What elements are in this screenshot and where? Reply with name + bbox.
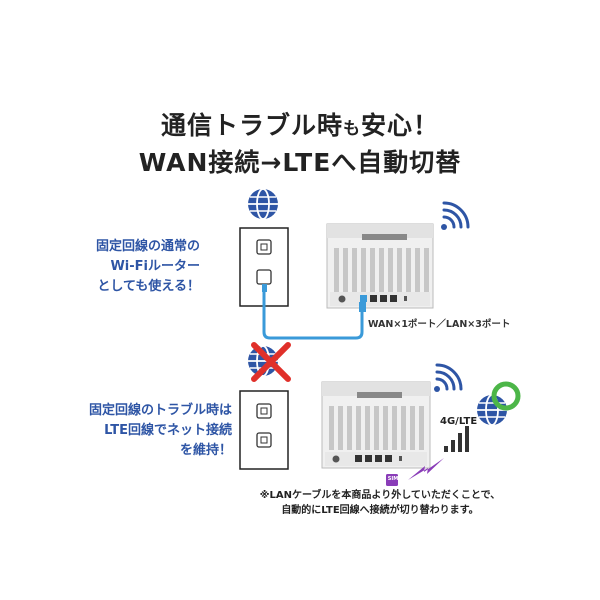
top-line: Wi-Fiルーター bbox=[110, 259, 200, 274]
wifi-icon-top bbox=[441, 201, 470, 230]
headline-line-1-end: 安心！ bbox=[361, 111, 440, 140]
router-bottom bbox=[321, 381, 431, 469]
lan-cable bbox=[262, 292, 364, 340]
router-top bbox=[326, 223, 434, 309]
globe-icon-lte bbox=[477, 394, 507, 426]
port-label: WAN×1ポート／LAN×3ポート bbox=[368, 319, 511, 330]
top-line: としても使える！ bbox=[97, 279, 200, 294]
sim-label: SIM bbox=[387, 476, 399, 482]
top-line: 固定回線の通常の bbox=[95, 239, 200, 254]
globe-icon-bottom-disconnected bbox=[248, 345, 278, 377]
wall-outlet-bottom bbox=[239, 390, 289, 470]
globe-icon-top bbox=[248, 188, 278, 220]
network-label: 4G/LTE bbox=[440, 416, 478, 427]
headline-line-1-main: 通信トラブル時 bbox=[160, 111, 343, 140]
bottom-line: 固定回線のトラブル時は bbox=[88, 403, 232, 418]
bottom-line: LTE回線でネット接続 bbox=[104, 423, 232, 438]
connection-ring-icon bbox=[491, 381, 521, 411]
footnote-line: ※LANケーブルを本商品より外していただくことで、 bbox=[259, 490, 501, 501]
sim-card-icon bbox=[386, 474, 398, 486]
footnote-line: 自動的にLTE回線へ接続が切り替わります。 bbox=[281, 505, 479, 516]
bottom-line: を維持！ bbox=[179, 443, 232, 458]
signal-bars-icon bbox=[444, 426, 469, 452]
headline-line-2: WAN接続→LTEへ自動切替 bbox=[138, 148, 462, 177]
wall-outlet-top bbox=[239, 227, 289, 307]
footnote: ※LANケーブルを本商品より外していただくことで、 自動的にLTE回線へ接続が切… bbox=[190, 488, 570, 518]
lightning-icon bbox=[408, 458, 444, 480]
headline-line-1-small: も bbox=[343, 119, 361, 139]
top-description: 固定回線の通常の Wi-Fiルーター としても使える！ bbox=[0, 237, 200, 297]
wifi-icon-bottom bbox=[434, 363, 463, 392]
bottom-description: 固定回線のトラブル時は LTE回線でネット接続 を維持！ bbox=[32, 401, 232, 461]
headline-line-1: 通信トラブル時も安心！ bbox=[0, 106, 600, 142]
cross-icon bbox=[251, 342, 291, 382]
